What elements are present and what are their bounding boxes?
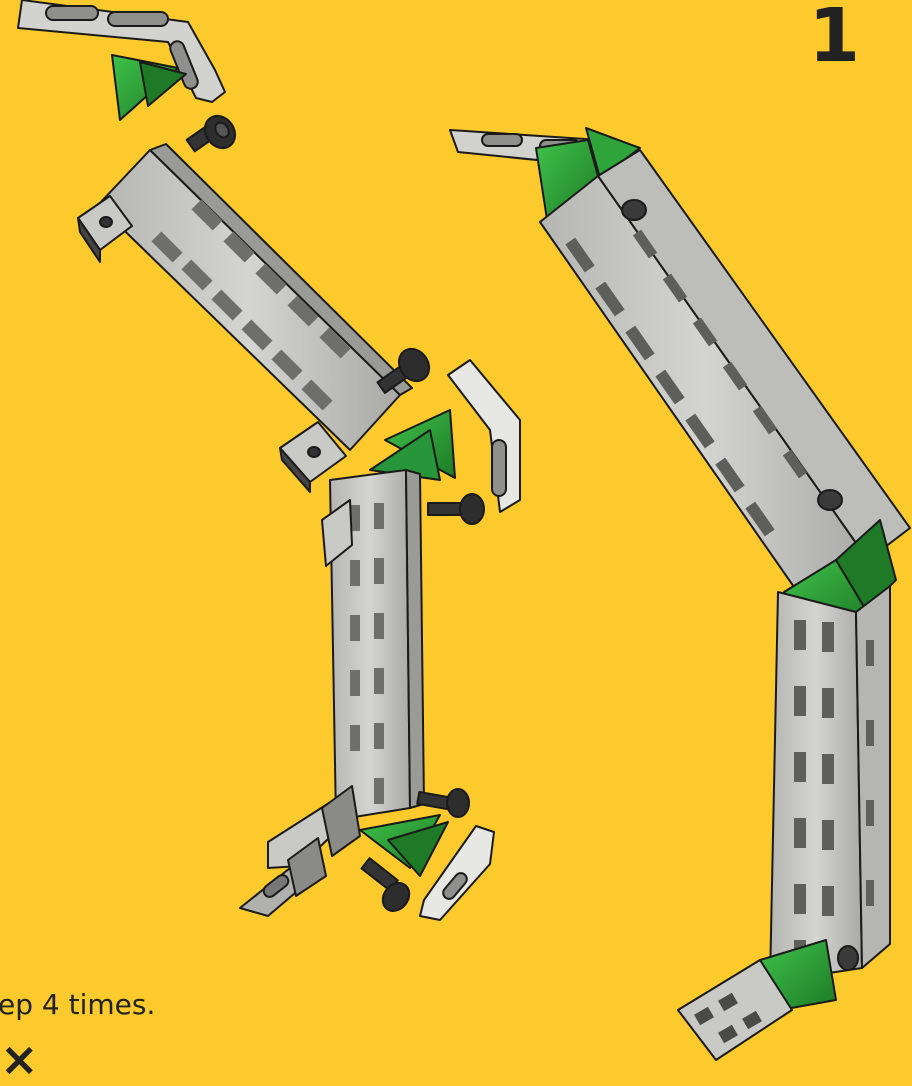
square-nut-icon — [322, 786, 360, 856]
screw-icon — [187, 110, 242, 154]
assembled-view — [450, 128, 910, 1060]
screw-icon — [428, 494, 484, 524]
step-number: 1 — [809, 0, 861, 81]
upper-channel-beam-icon — [98, 144, 412, 450]
screw-icon — [362, 858, 415, 916]
repeat-instruction: ep 4 times. — [0, 988, 155, 1022]
top-triangle-gusset-icon — [112, 55, 186, 120]
multiply-glyph: × — [0, 1036, 39, 1082]
assembled-upper-beam-icon — [540, 150, 910, 610]
assembled-lower-beam-icon — [770, 586, 890, 982]
exploded-view — [18, 0, 520, 920]
screw-icon — [417, 789, 469, 817]
middle-triangle-gusset-icon — [370, 410, 455, 480]
middle-angle-bracket-icon — [448, 360, 520, 512]
